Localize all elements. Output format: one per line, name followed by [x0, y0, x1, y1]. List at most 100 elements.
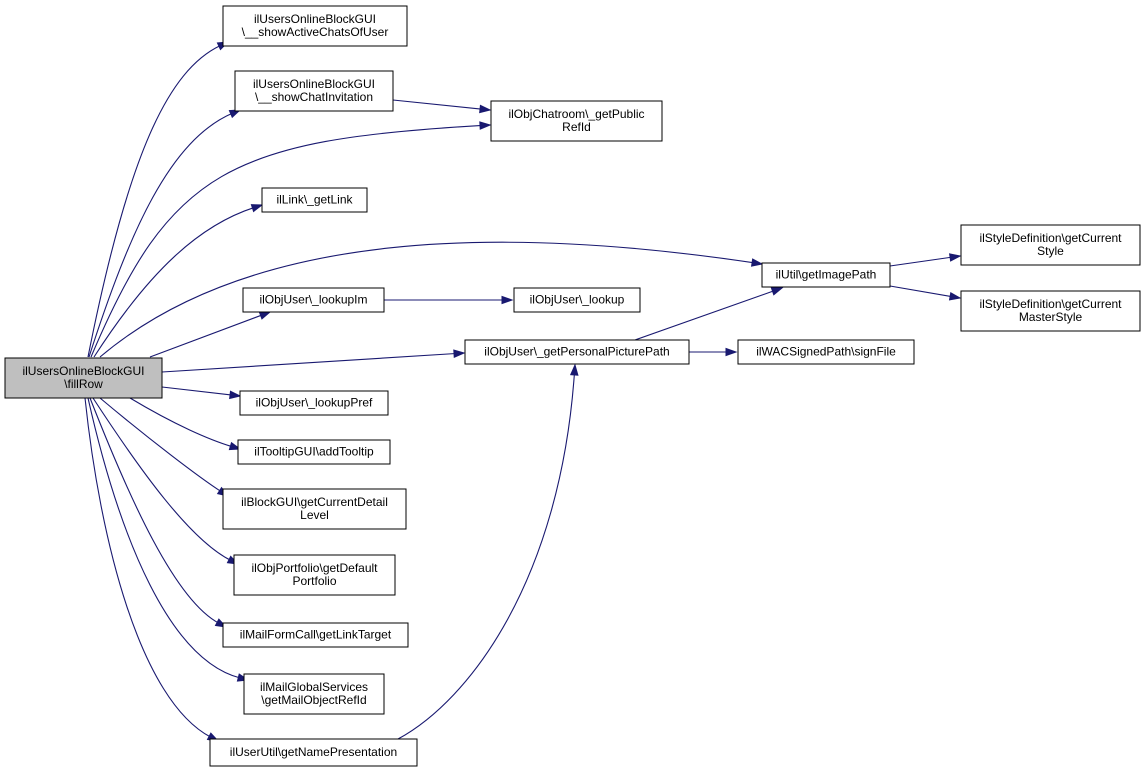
node-label-line: ilMailGlobalServices — [260, 680, 368, 694]
arrow-head-icon — [228, 441, 242, 451]
arrow-head-icon — [948, 253, 962, 262]
edge-line — [90, 124, 483, 358]
node-getPersonalPicturePath[interactable]: ilObjUser\_getPersonalPicturePath — [464, 339, 690, 365]
edge-fillRow-to-getImagePath — [99, 241, 764, 358]
node-label-line: \fillRow — [64, 377, 103, 391]
node-box — [243, 673, 385, 715]
node-label-line: ilStyleDefinition\getCurrent — [979, 231, 1122, 245]
node-label-line: ilMailFormCall\getLinkTarget — [240, 628, 392, 642]
node-label-line: ilObjUser\_lookupPref — [256, 396, 373, 410]
node-box — [4, 357, 163, 399]
edges-layer — [84, 41, 962, 742]
edge-line — [84, 397, 212, 738]
arrow-head-icon — [250, 204, 264, 213]
arrow-head-icon — [948, 291, 962, 301]
node-showChatInvitation[interactable]: ilUsersOnlineBlockGUI\__showChatInvitati… — [234, 70, 394, 112]
edge-fillRow-to-showChatInvitation — [88, 109, 242, 358]
node-label-line: ilObjUser\_getPersonalPicturePath — [484, 345, 669, 359]
edge-line — [149, 314, 263, 358]
node-box — [222, 5, 408, 47]
edge-line — [392, 99, 483, 110]
nodes-layer: ilUsersOnlineBlockGUI\fillRowilUsersOnli… — [4, 5, 1141, 767]
node-box — [234, 70, 394, 112]
edge-line — [92, 397, 232, 561]
node-box — [960, 224, 1141, 266]
arrow-head-icon — [501, 295, 514, 305]
edge-fillRow-to-getPersonalPicturePath — [161, 349, 466, 373]
node-box — [464, 339, 690, 365]
edge-fillRow-to-getLink — [93, 204, 264, 358]
edge-line — [99, 241, 755, 358]
node-label-line: ilUtil\getImagePath — [776, 268, 877, 282]
edge-fillRow-to-lookupPref — [161, 386, 242, 400]
node-lookupPref[interactable]: ilObjUser\_lookupPref — [239, 390, 389, 416]
edge-fillRow-to-getCurrentDetailLevel — [99, 397, 230, 497]
node-box — [222, 622, 409, 648]
arrow-head-icon — [770, 287, 784, 296]
arrow-head-icon — [479, 121, 492, 130]
node-box — [737, 339, 915, 365]
node-getMailObjectRefId[interactable]: ilMailGlobalServices\getMailObjectRefId — [243, 673, 385, 715]
node-label-line: ilUsersOnlineBlockGUI — [22, 364, 144, 378]
node-signFile[interactable]: ilWACSignedPath\signFile — [737, 339, 915, 365]
node-box — [209, 738, 418, 767]
node-getLinkTarget[interactable]: ilMailFormCall\getLinkTarget — [222, 622, 409, 648]
edge-line — [161, 352, 457, 373]
node-box — [261, 187, 368, 213]
node-label-line: ilUsersOnlineBlockGUI — [254, 12, 376, 26]
edge-getImagePath-to-getCurrentMasterStyle — [889, 285, 962, 301]
edge-line — [889, 256, 953, 267]
node-label-line: ilStyleDefinition\getCurrent — [979, 297, 1122, 311]
edge-fillRow-to-getLinkTarget — [89, 397, 228, 628]
arrow-head-icon — [569, 363, 579, 376]
edge-getPersonalPicturePath-to-getImagePath — [634, 287, 784, 341]
edge-fillRow-to-showActiveChats — [87, 41, 230, 358]
node-label-line: ilObjChatroom\_getPublic — [508, 107, 644, 121]
node-label-line: RefId — [562, 120, 591, 134]
node-label-line: ilUserUtil\getNamePresentation — [230, 745, 397, 759]
node-addTooltip[interactable]: ilTooltipGUI\addTooltip — [237, 439, 391, 465]
node-lookup[interactable]: ilObjUser\_lookup — [513, 287, 641, 313]
node-getLink[interactable]: ilLink\_getLink — [261, 187, 368, 213]
edge-line — [88, 112, 233, 358]
node-fillRow[interactable]: ilUsersOnlineBlockGUI\fillRow — [4, 357, 163, 399]
node-box — [513, 287, 641, 313]
edge-line — [129, 397, 233, 448]
node-box — [960, 290, 1141, 332]
arrow-head-icon — [453, 349, 466, 358]
node-label-line: ilWACSignedPath\signFile — [756, 345, 896, 359]
node-label-line: Style — [1037, 244, 1064, 258]
edge-line — [889, 285, 953, 298]
arrow-head-icon — [750, 258, 764, 267]
node-label-line: MasterStyle — [1019, 310, 1083, 324]
edge-line — [99, 397, 222, 493]
node-lookupIm[interactable]: ilObjUser\_lookupIm — [242, 287, 385, 313]
edge-fillRow-to-addTooltip — [129, 397, 242, 451]
edge-line — [87, 44, 221, 358]
node-label-line: ilObjUser\_lookupIm — [259, 293, 367, 307]
edge-line — [397, 372, 575, 740]
node-showActiveChats[interactable]: ilUsersOnlineBlockGUI\__showActiveChatsO… — [222, 5, 408, 47]
edge-fillRow-to-lookupIm — [149, 311, 272, 358]
node-label-line: ilUsersOnlineBlockGUI — [253, 77, 375, 91]
edge-line — [89, 397, 220, 624]
node-label-line: ilTooltipGUI\addTooltip — [254, 445, 374, 459]
node-box — [242, 287, 385, 313]
edge-line — [634, 290, 775, 341]
node-label-line: ilObjUser\_lookup — [530, 293, 625, 307]
node-getImagePath[interactable]: ilUtil\getImagePath — [761, 262, 891, 288]
node-box — [239, 390, 389, 416]
edge-lookupIm-to-lookup — [384, 295, 514, 305]
node-label-line: \getMailObjectRefId — [261, 693, 366, 707]
node-label-line: Level — [300, 508, 329, 522]
node-label-line: ilObjPortfolio\getDefault — [251, 561, 378, 575]
node-label-line: \__showChatInvitation — [255, 90, 373, 104]
node-box — [761, 262, 891, 288]
node-getNamePresentation[interactable]: ilUserUtil\getNamePresentation — [209, 738, 418, 767]
edge-line — [161, 386, 233, 396]
